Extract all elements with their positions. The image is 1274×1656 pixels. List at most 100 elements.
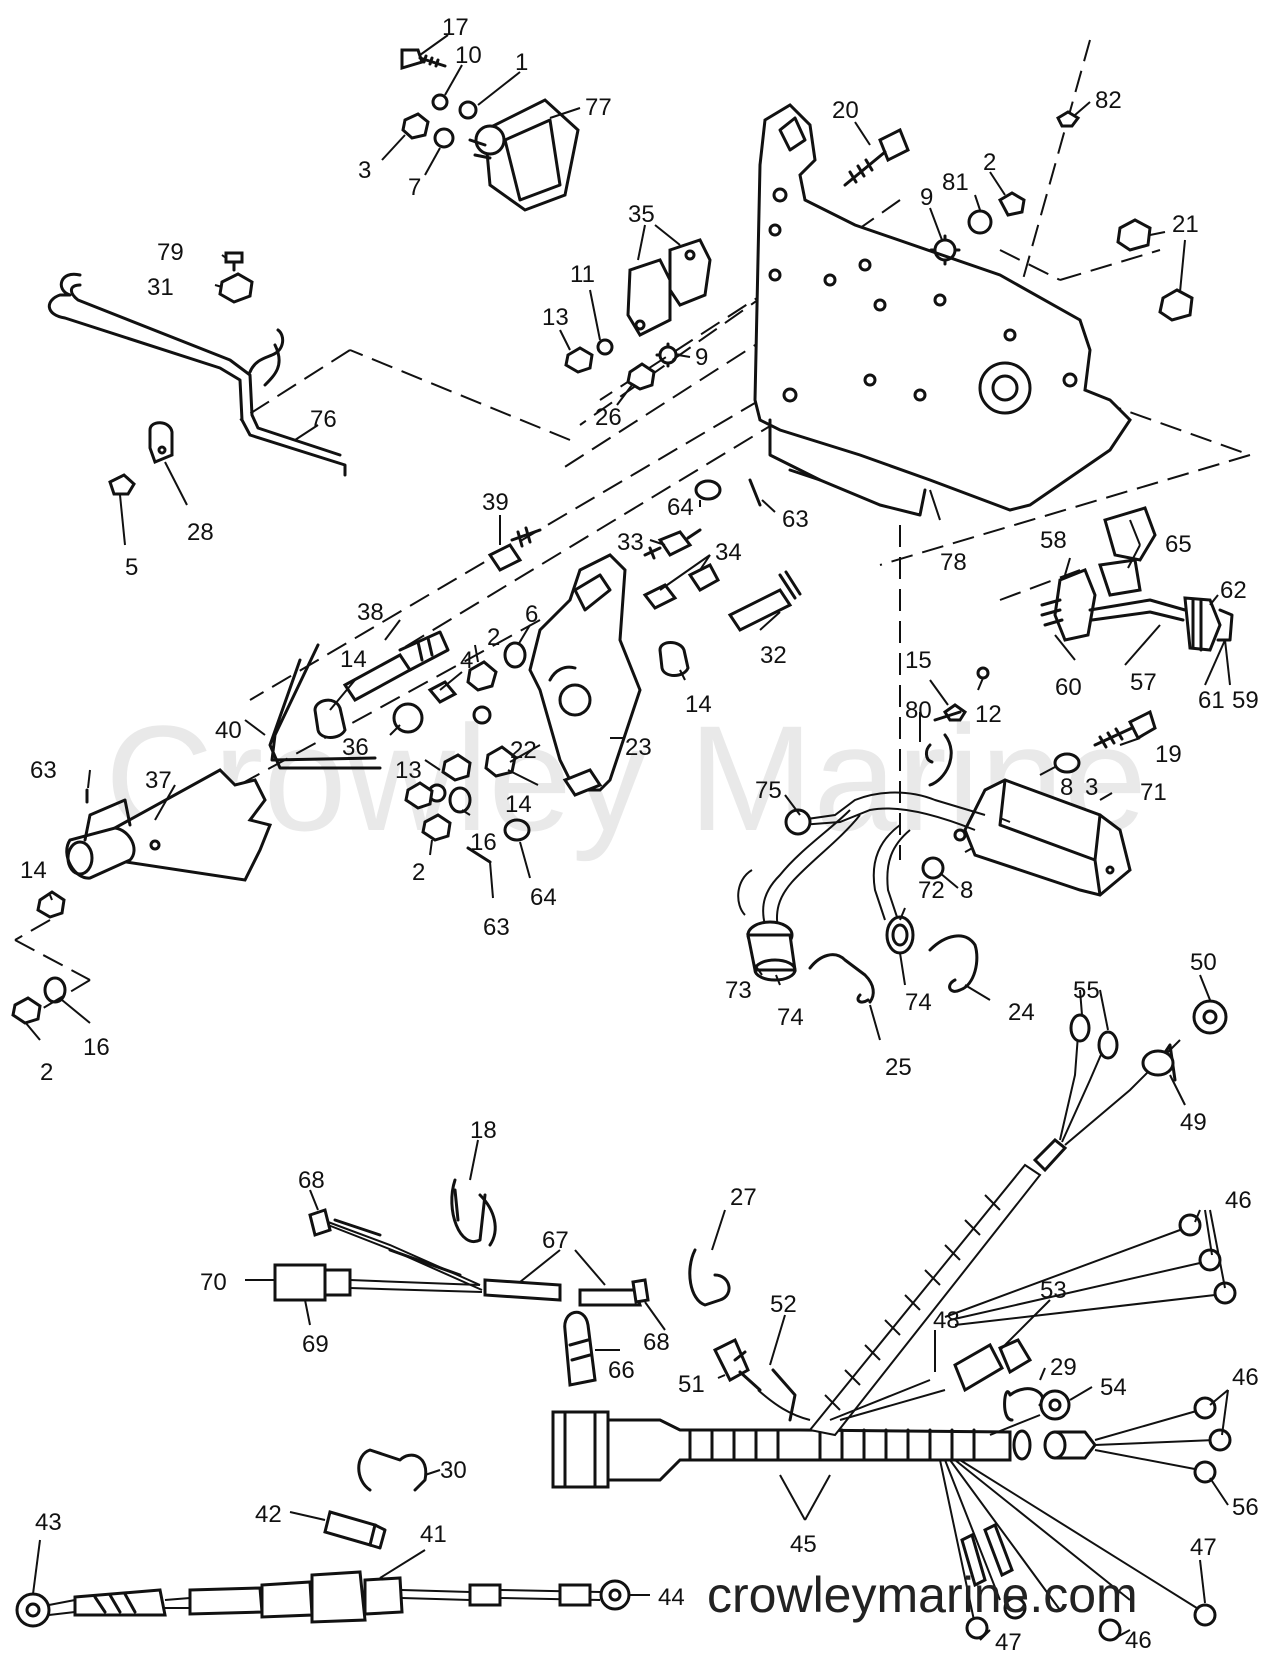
- callout-63-top: 63: [782, 506, 809, 533]
- callout-13-b: 13: [395, 757, 422, 784]
- callout-6: 6: [525, 601, 538, 628]
- callout-34: 34: [715, 539, 742, 566]
- callout-74-a: 74: [777, 1004, 804, 1031]
- washer-36: [392, 702, 424, 734]
- cotter-63-top: [748, 478, 762, 507]
- washer-11: [596, 338, 614, 356]
- washer-6: [503, 641, 527, 669]
- callout-67: 67: [542, 1227, 569, 1254]
- callout-64-b: 64: [530, 884, 557, 911]
- stud-34a: [642, 583, 678, 610]
- callout-71: 71: [1140, 779, 1167, 806]
- screw-79: [224, 251, 244, 272]
- callout-69: 69: [302, 1331, 329, 1358]
- callout-11: 11: [570, 261, 595, 288]
- callout-68-b: 68: [643, 1329, 670, 1356]
- callout-70: 70: [200, 1269, 227, 1296]
- callout-2-top: 2: [983, 149, 996, 176]
- callout-46-bottom: 46: [1125, 1627, 1152, 1654]
- ring-leads-46-mid: [1094, 1396, 1232, 1484]
- fuse-42: [323, 1510, 387, 1550]
- callout-36: 36: [342, 734, 369, 761]
- callout-14-c: 14: [505, 791, 532, 818]
- clamp-28: [148, 421, 174, 464]
- nut-small: [472, 705, 492, 725]
- screw-5: [108, 473, 136, 496]
- callout-65: 65: [1165, 531, 1192, 558]
- callout-76: 76: [310, 406, 337, 433]
- nut-82: [1056, 110, 1081, 128]
- callout-58: 58: [1040, 527, 1067, 554]
- nut-21b: [1158, 288, 1194, 322]
- callout-66: 66: [608, 1357, 635, 1384]
- clip-25: [808, 953, 875, 1004]
- callout-50: 50: [1190, 949, 1217, 976]
- nut-2c: [421, 813, 452, 842]
- callout-47-bottom: 47: [995, 1629, 1022, 1656]
- callout-38: 38: [357, 599, 384, 626]
- bolt-20: [843, 127, 910, 187]
- nut-8: [921, 856, 945, 880]
- callout-9-mid: 9: [695, 344, 708, 371]
- connector-73: [746, 920, 797, 982]
- strap-18: [450, 1178, 487, 1244]
- callout-68-a: 68: [298, 1167, 325, 1194]
- spring-clip-30: [357, 1448, 428, 1492]
- callout-80: 80: [905, 697, 932, 724]
- callout-40: 40: [215, 717, 242, 744]
- callout-31: 31: [147, 274, 174, 301]
- nut-3: [401, 112, 430, 140]
- callout-8: 8: [960, 877, 973, 904]
- callout-5: 5: [125, 554, 138, 581]
- callout-41: 41: [420, 1521, 447, 1548]
- callout-14-a: 14: [340, 646, 367, 673]
- callout-16-a: 16: [470, 829, 497, 856]
- bushing-14d: [36, 890, 66, 919]
- callout-15: 15: [905, 647, 932, 674]
- callout-22: 22: [510, 737, 537, 764]
- lower-leads-46-47: [939, 1459, 1217, 1642]
- callout-77: 77: [585, 94, 612, 121]
- switch-35: [626, 238, 712, 337]
- callout-63-left: 63: [30, 757, 57, 784]
- nut-26: [626, 362, 656, 391]
- callout-3: 3: [358, 157, 371, 184]
- callout-72: 72: [918, 877, 945, 904]
- washer-12: [976, 666, 990, 680]
- callout-52: 52: [770, 1291, 797, 1318]
- bushing-14a: [313, 698, 347, 739]
- nut-31: [218, 272, 254, 304]
- harness-75: [737, 791, 986, 931]
- connector-62: [1183, 596, 1234, 652]
- callout-51: 51: [678, 1371, 705, 1398]
- callout-64-top: 64: [667, 494, 694, 521]
- callout-2-low: 2: [412, 859, 425, 886]
- main-harness-45: [551, 1410, 1097, 1489]
- cover-65a: [1103, 506, 1157, 562]
- pivot-pin-38: [342, 630, 450, 702]
- callout-8-top: 8: [1060, 774, 1073, 801]
- bolt-19: [1093, 709, 1157, 749]
- clip-24: [928, 934, 979, 993]
- strap-27: [688, 1248, 731, 1307]
- callout-35: 35: [628, 201, 655, 228]
- callout-16-b: 16: [83, 1034, 110, 1061]
- callout-49: 49: [1180, 1109, 1207, 1136]
- nut-13-top: [564, 346, 594, 374]
- callout-46-top: 46: [1225, 1187, 1252, 1214]
- upper-leads: [1059, 999, 1228, 1146]
- nut-21a: [1116, 218, 1152, 252]
- callout-55: 55: [1073, 977, 1100, 1004]
- callout-73: 73: [725, 977, 752, 1004]
- callout-2-bottom: 2: [40, 1059, 53, 1086]
- screw-17: [400, 48, 447, 71]
- washer-83: [1053, 752, 1081, 774]
- callout-45: 45: [790, 1531, 817, 1558]
- washer-64b: [503, 818, 531, 842]
- callout-62: 62: [1220, 577, 1247, 604]
- nut-1: [458, 100, 478, 120]
- callout-25: 25: [885, 1054, 912, 1081]
- callout-53: 53: [1040, 1277, 1067, 1304]
- callout-14-d: 14: [20, 857, 47, 884]
